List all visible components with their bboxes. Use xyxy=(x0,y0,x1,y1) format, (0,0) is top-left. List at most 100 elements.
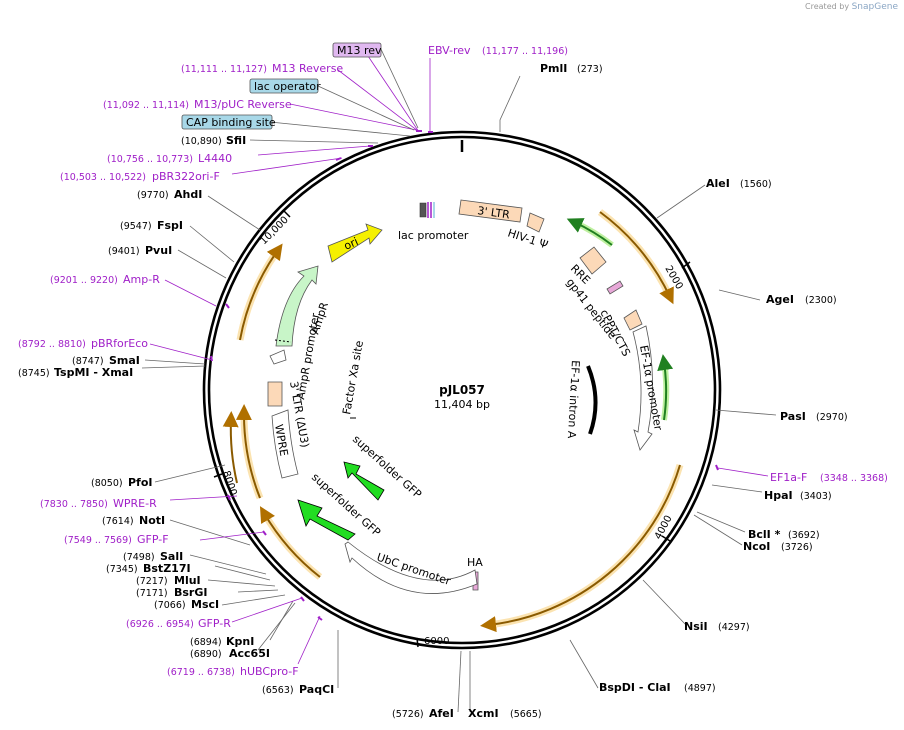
orf-arc-2 xyxy=(487,463,684,629)
small-green-arrow xyxy=(566,218,613,246)
primer-m13-reverse: M13 Reverse xyxy=(272,62,343,75)
enzyme-xcmi: XcmI xyxy=(468,707,499,720)
svg-text:(7498): (7498) xyxy=(123,552,155,563)
cppt-box xyxy=(623,309,643,331)
enzyme-fspi: FspI xyxy=(157,219,183,232)
svg-text:(10,890): (10,890) xyxy=(181,136,222,147)
primer-leaders xyxy=(149,55,769,665)
gp41-box xyxy=(606,280,624,295)
enzyme-msci: MscI xyxy=(191,598,219,611)
enzyme-pfoi: PfoI xyxy=(128,476,153,489)
ltr-delta-box xyxy=(267,381,283,407)
orf-arc-3 xyxy=(260,511,323,580)
enzyme-alei: AleI xyxy=(706,177,730,190)
primer-ebv-rev: EBV-rev xyxy=(428,44,471,57)
enzyme-afei: AfeI xyxy=(429,707,454,720)
svg-text:(273): (273) xyxy=(577,64,603,75)
ef1a-intron-label: EF-1α intron A xyxy=(565,360,582,439)
enzyme-smai: SmaI xyxy=(109,354,140,367)
ef1a-promoter-arrow xyxy=(632,325,653,451)
enzyme-leaders xyxy=(141,75,777,713)
ampr-promoter-arrow xyxy=(269,349,287,365)
ubc-promoter-arrow xyxy=(344,541,478,594)
primer-l4440: L4440 xyxy=(198,152,232,165)
enzyme-bcli: BclI * xyxy=(748,528,781,541)
svg-text:(7171): (7171) xyxy=(136,588,168,599)
svg-text:(6894): (6894) xyxy=(190,637,222,648)
rre-box xyxy=(579,246,607,275)
cap-binding-site-label: CAP binding site xyxy=(186,116,276,129)
enzyme-agei: AgeI xyxy=(766,293,794,306)
svg-text:(10,756 .. 10,773): (10,756 .. 10,773) xyxy=(107,154,193,165)
snapgene-credit: Created by SnapGene xyxy=(805,2,898,12)
snapgene-logo: SnapGene xyxy=(851,2,898,12)
svg-text:(7830 .. 7850): (7830 .. 7850) xyxy=(40,499,108,510)
enzyme-noti: NotI xyxy=(139,514,165,527)
enzyme-pvui: PvuI xyxy=(145,244,172,257)
ef1a-intron-bar xyxy=(586,365,598,435)
enzyme-pasi: PasI xyxy=(780,410,806,423)
svg-text:(8747): (8747) xyxy=(72,356,104,367)
plasmid-name: pJL057 xyxy=(439,383,485,397)
hiv-psi-box xyxy=(526,212,545,233)
ori-label: ori xyxy=(342,235,360,253)
lac-operator-box xyxy=(249,78,319,94)
orf-arc-4 xyxy=(240,411,264,500)
backbone-inner-ring xyxy=(207,135,717,645)
primer-gfp-f: GFP-F xyxy=(137,533,169,546)
svg-text:(7066): (7066) xyxy=(154,600,186,611)
primer-amp-r: Amp-R xyxy=(123,273,160,286)
svg-text:(7345): (7345) xyxy=(106,564,138,575)
enzyme-bspdi-clai: BspDI - ClaI xyxy=(599,681,671,694)
svg-text:(7217): (7217) xyxy=(136,576,168,587)
primer-ef1a-f: EF1a-F xyxy=(770,471,807,484)
svg-text:(7549 .. 7569): (7549 .. 7569) xyxy=(64,535,132,546)
enzyme-sali: SalI xyxy=(160,550,183,563)
svg-text:(9201 .. 9220): (9201 .. 9220) xyxy=(50,275,118,286)
svg-text:(2300): (2300) xyxy=(805,295,837,306)
backbone-outer-ring xyxy=(202,130,722,650)
enzyme-bstz17i: BstZ17I xyxy=(143,562,191,575)
primer-gfp-r: GFP-R xyxy=(198,617,231,630)
cap-binding-site-box xyxy=(181,114,273,130)
ampr-arrow xyxy=(275,265,319,347)
hiv-psi-label: HIV-1 Ψ xyxy=(506,226,550,251)
svg-text:(2970): (2970) xyxy=(816,412,848,423)
lac-operator-label: lac operator xyxy=(254,80,321,93)
primer-labels: EBV-rev (11,177 .. 11,196) M13 rev M13 R… xyxy=(18,42,888,678)
orf-arc-6 xyxy=(236,247,281,341)
primer-m13-puc-reverse: M13/pUC Reverse xyxy=(194,98,292,111)
svg-text:(3403): (3403) xyxy=(800,491,832,502)
svg-text:(5665): (5665) xyxy=(510,709,542,720)
sfgfp-label-1: superfolder GFP xyxy=(309,471,383,540)
svg-text:(7614): (7614) xyxy=(102,516,134,527)
primer-marks xyxy=(210,130,719,621)
enzyme-sfii: SfiI xyxy=(226,134,246,147)
plasmid-size: 11,404 bp xyxy=(434,398,490,411)
svg-text:(8050): (8050) xyxy=(91,478,123,489)
orf-arc-5 xyxy=(222,411,239,484)
lac-promoter-box xyxy=(419,202,427,218)
enzyme-paqci: PaqCI xyxy=(299,683,334,696)
sfgfp-arrow-2 xyxy=(343,461,385,501)
svg-text:(10,503 .. 10,522): (10,503 .. 10,522) xyxy=(60,172,146,183)
svg-text:(9401): (9401) xyxy=(108,246,140,257)
enzyme-acc65i: Acc65I xyxy=(229,647,270,660)
ori-arrow xyxy=(327,223,383,263)
svg-text:(11,177 .. 11,196): (11,177 .. 11,196) xyxy=(482,46,568,57)
svg-text:(11,111 .. 11,127): (11,111 .. 11,127) xyxy=(181,64,267,75)
enzyme-nsii: NsiI xyxy=(684,620,708,633)
ha-label: HA xyxy=(467,556,483,569)
svg-text:(6563): (6563) xyxy=(262,685,294,696)
svg-text:(3348 .. 3368): (3348 .. 3368) xyxy=(820,473,888,484)
enzyme-kpni: KpnI xyxy=(226,635,254,648)
ltr3-box xyxy=(458,199,523,223)
enzyme-tspmi-xmai: TspMI - XmaI xyxy=(54,366,133,379)
primer-wpre-r: WPRE-R xyxy=(113,497,157,510)
svg-text:(3726): (3726) xyxy=(781,542,813,553)
enzyme-hpai: HpaI xyxy=(764,489,793,502)
primer-m13-rev: M13 rev xyxy=(337,44,382,57)
enzyme-pmli: PmlI xyxy=(540,62,567,75)
tick-6000: 6000 xyxy=(424,636,449,647)
